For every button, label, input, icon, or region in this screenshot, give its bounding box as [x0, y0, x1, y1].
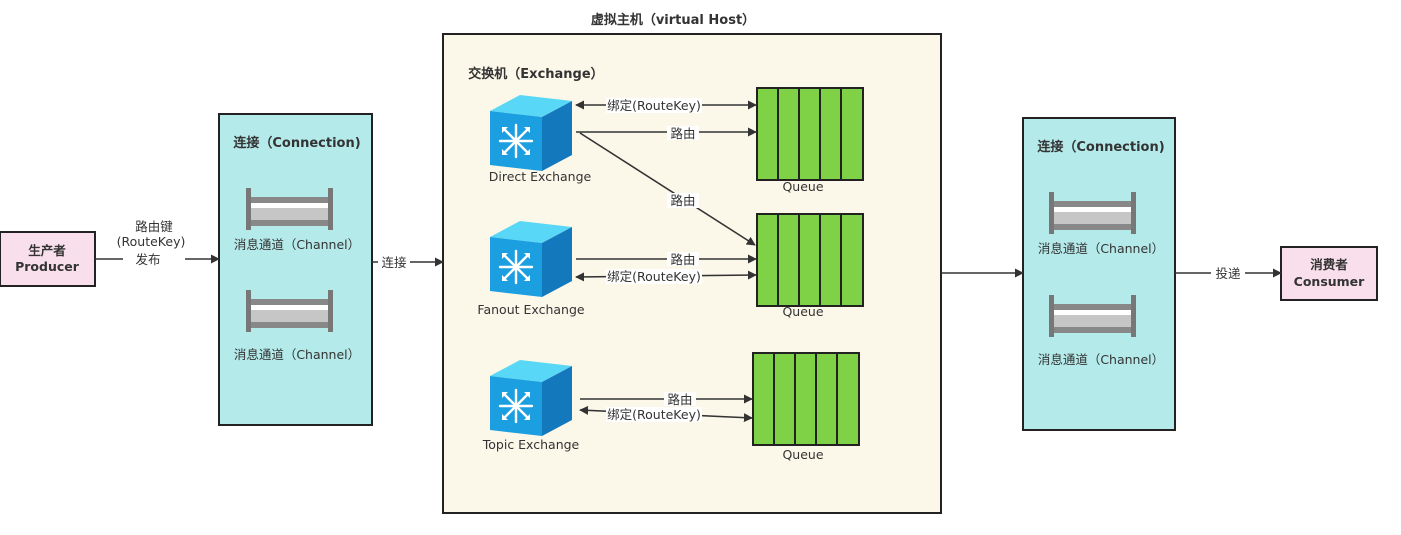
edge-label-fanout-route: 路由 — [670, 252, 695, 267]
consumer-label-en: Consumer — [1294, 274, 1366, 289]
edge-direct-route-2 — [579, 132, 756, 246]
edge-label-topic-route: 路由 — [667, 392, 692, 407]
producer-label-cn: 生产者 — [28, 243, 66, 258]
connection-right-box — [1022, 117, 1176, 431]
edge-label-publish-line2: (RouteKey) — [117, 234, 186, 249]
queue-icon — [752, 352, 860, 446]
queue-icon — [756, 213, 864, 307]
edge-label-backgrounds — [123, 98, 1245, 422]
connection-right-channel-2: 消息通道（Channel） — [1038, 352, 1164, 367]
queue-3-label: Queue — [782, 447, 823, 462]
edge-label-connect: 连接 — [381, 255, 407, 270]
edge-label-deliver: 投递 — [1215, 266, 1241, 281]
topic-exchange-icon — [488, 358, 574, 438]
direct-exchange-label: Direct Exchange — [489, 169, 592, 184]
edge-label-publish-line3: 发布 — [135, 252, 160, 267]
connection-left-channel-1: 消息通道（Channel） — [234, 237, 360, 252]
queue-1-label: Queue — [782, 179, 823, 194]
vhost-title: 虚拟主机（virtual Host） — [591, 12, 755, 28]
consumer-label-cn: 消费者 — [1310, 257, 1348, 272]
edge-label-direct-route-2: 路由 — [670, 193, 695, 208]
producer-label-en: Producer — [15, 259, 80, 274]
connection-right-title: 连接（Connection) — [1037, 139, 1164, 155]
queue-icon — [756, 87, 864, 181]
fanout-exchange-icon — [488, 219, 574, 299]
connection-left-box — [218, 113, 373, 426]
edge-label-publish-line1: 路由键 — [135, 219, 173, 234]
edge-label-direct-bind: 绑定(RouteKey) — [607, 98, 701, 113]
queue-2-label: Queue — [782, 304, 823, 319]
edge-label-fanout-bind: 绑定(RouteKey) — [607, 269, 701, 284]
exchange-group-title: 交换机（Exchange） — [468, 66, 603, 82]
connection-right-channel-1: 消息通道（Channel） — [1038, 241, 1164, 256]
connection-left-title: 连接（Connection) — [233, 135, 360, 151]
direct-exchange-icon — [488, 93, 574, 173]
topic-exchange-label: Topic Exchange — [482, 437, 580, 452]
producer-box — [0, 231, 96, 287]
fanout-exchange-label: Fanout Exchange — [477, 302, 584, 317]
consumer-box — [1280, 246, 1378, 301]
edge-label-topic-bind: 绑定(RouteKey) — [607, 407, 701, 422]
connection-left-channel-2: 消息通道（Channel） — [234, 347, 360, 362]
edge-label-direct-route-1: 路由 — [670, 126, 695, 141]
